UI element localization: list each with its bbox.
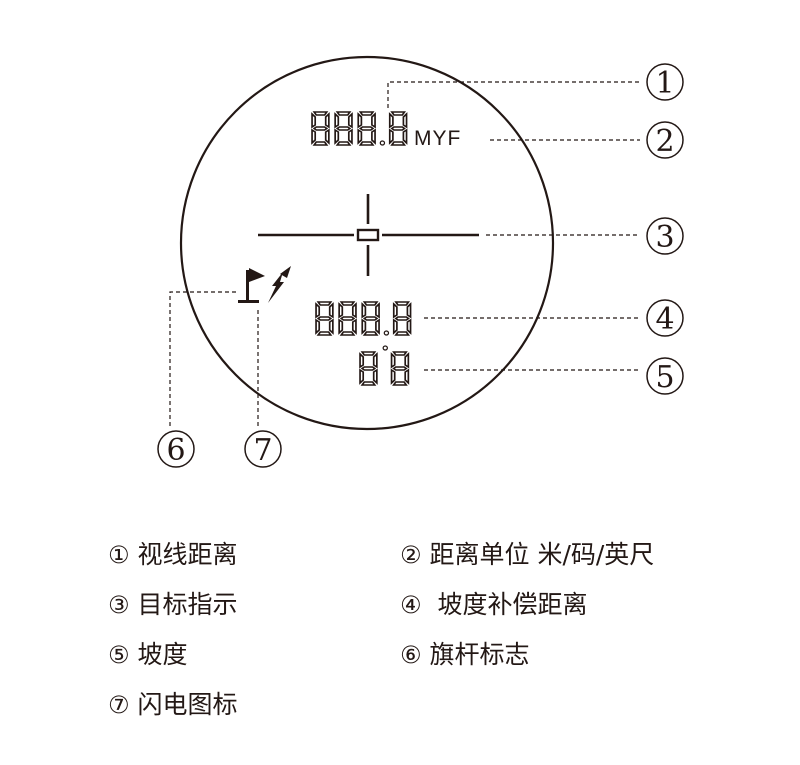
flag-pole-icon — [238, 268, 265, 303]
svg-text:1: 1 — [655, 66, 674, 101]
svg-text:3: 3 — [655, 220, 674, 255]
callout-6: 6 — [157, 430, 195, 468]
distance-readout — [311, 111, 408, 146]
callout-4: 4 — [646, 299, 684, 337]
legend-item-4: ④ 坡度补偿距离 — [400, 590, 587, 620]
legend-marker: ① — [108, 541, 130, 569]
svg-text:7: 7 — [253, 433, 272, 468]
svg-text:4: 4 — [655, 302, 674, 337]
svg-text:6: 6 — [166, 433, 185, 468]
slope-readout — [359, 345, 410, 386]
legend-text: 距离单位 米/码/英尺 — [429, 540, 655, 569]
lightning-icon — [268, 266, 291, 303]
legend-text: 旗杆标志 — [429, 640, 530, 669]
legend-marker: ③ — [108, 591, 130, 619]
legend-text: 视线距离 — [137, 540, 238, 569]
legend-marker: ⑥ — [400, 641, 422, 669]
callout-2: 2 — [646, 121, 684, 159]
legend-text: 坡度补偿距离 — [429, 590, 588, 619]
svg-text:5: 5 — [655, 360, 674, 395]
legend-marker: ② — [400, 541, 422, 569]
legend-text: 坡度 — [137, 640, 188, 669]
viewfinder-circle — [179, 55, 555, 431]
callout-1: 1 — [646, 63, 684, 101]
callout-5: 5 — [646, 357, 684, 395]
leader-lines — [169, 81, 640, 427]
compensated-distance-readout — [315, 301, 412, 336]
legend-text: 闪电图标 — [137, 690, 238, 719]
rangefinder-display-diagram: MYF — [157, 55, 684, 468]
legend-marker: ⑤ — [108, 641, 130, 669]
callout-7: 7 — [244, 430, 282, 468]
callout-3: 3 — [646, 217, 684, 255]
svg-text:2: 2 — [655, 124, 674, 159]
legend-marker: ④ — [400, 591, 422, 619]
legend-marker: ⑦ — [108, 691, 130, 719]
target-crosshair — [258, 194, 479, 276]
unit-label: MYF — [414, 127, 461, 150]
legend-text: 目标指示 — [137, 590, 238, 619]
